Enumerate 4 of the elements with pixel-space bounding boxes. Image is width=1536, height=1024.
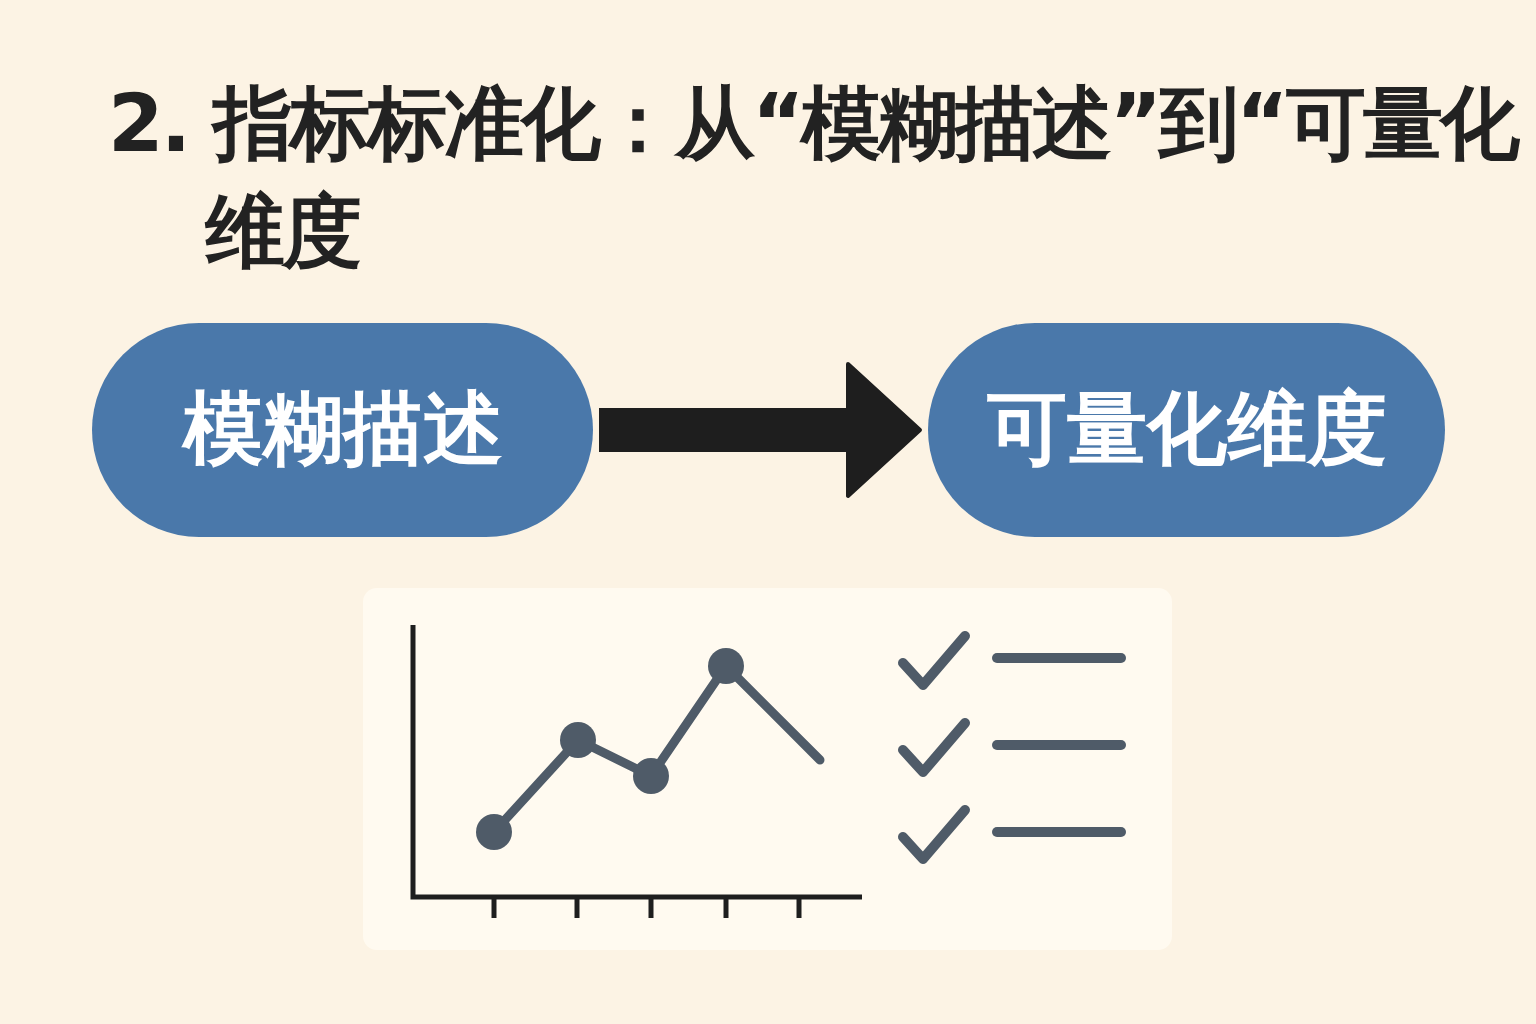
title: 2. 指标标准化：从“模糊描述”到“可量化维度 — [108, 76, 1520, 280]
rounded-box: 模糊描述 — [92, 323, 593, 537]
rounded-box: 可量化维度 — [928, 323, 1445, 537]
arrow — [599, 362, 922, 498]
